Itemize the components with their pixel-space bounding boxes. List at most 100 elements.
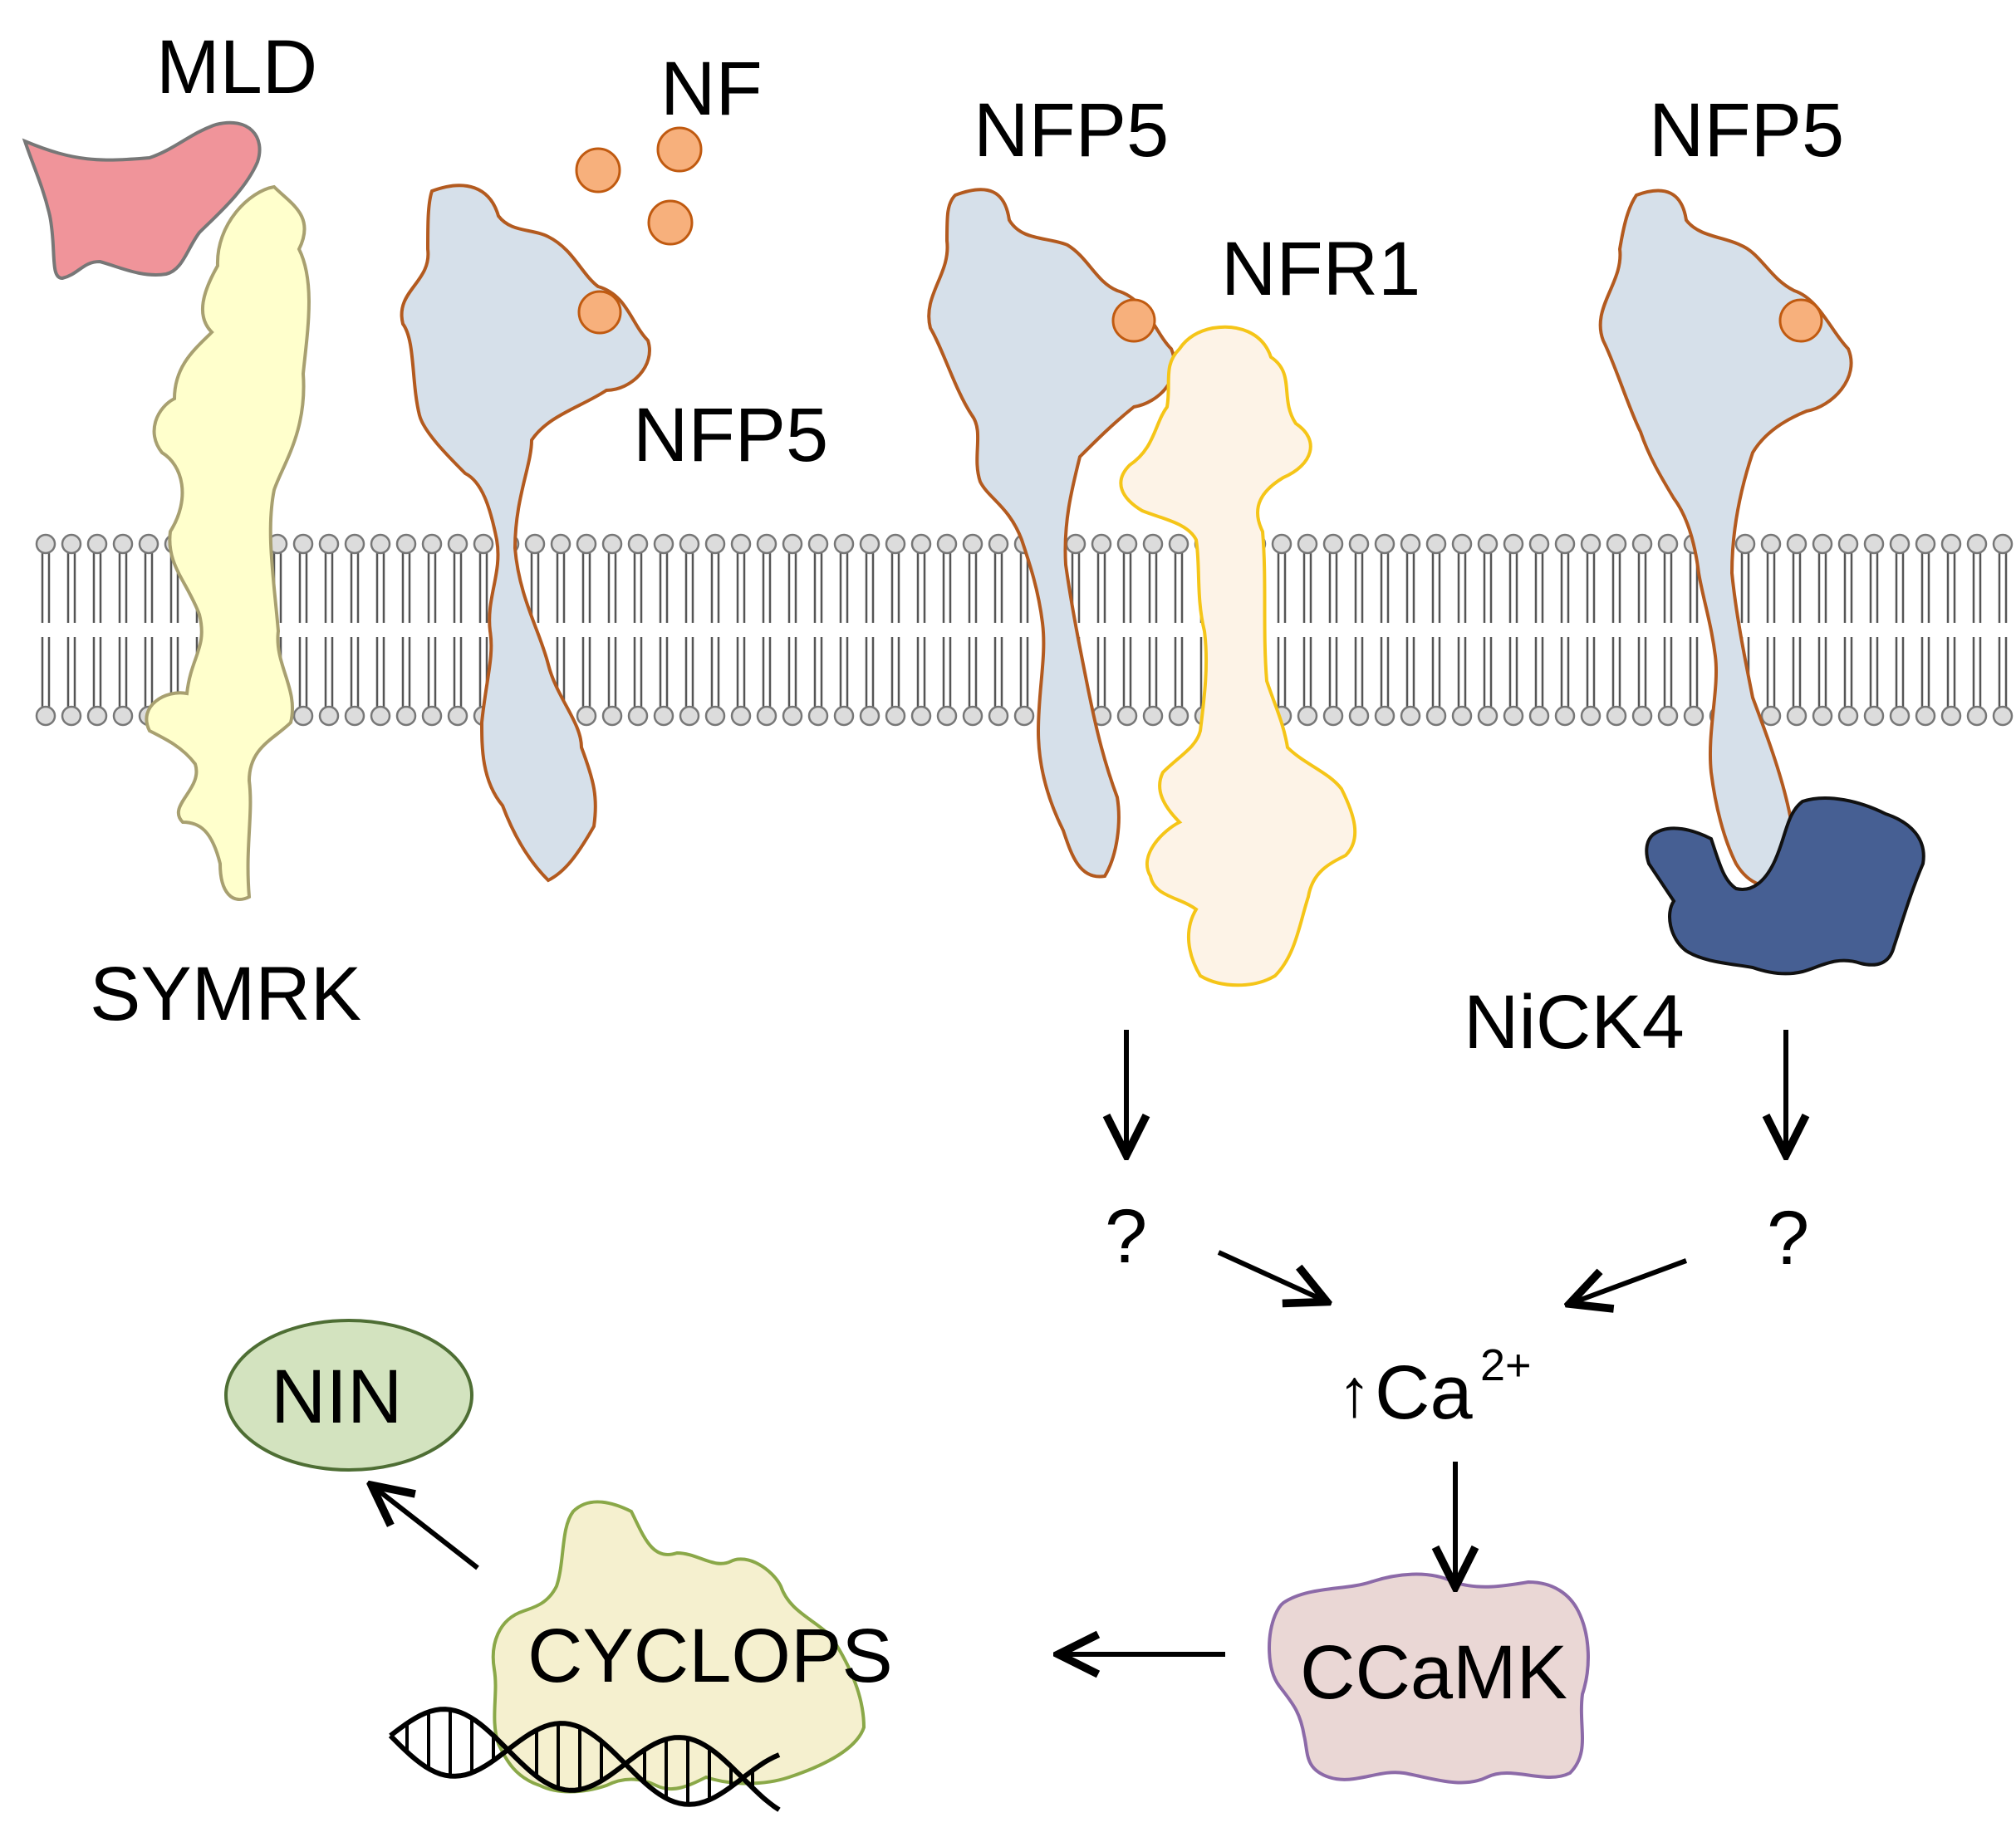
lipid-head bbox=[1142, 705, 1164, 727]
lipid-head bbox=[1271, 533, 1292, 555]
lipid-head bbox=[61, 705, 82, 727]
lipid-head bbox=[1966, 533, 1988, 555]
lipid-head bbox=[318, 705, 340, 727]
lipid-head bbox=[885, 533, 906, 555]
lipid-head bbox=[1863, 533, 1885, 555]
lipid-head bbox=[1657, 533, 1679, 555]
lipid-head bbox=[395, 533, 417, 555]
lipid-head bbox=[679, 705, 700, 727]
lipid-head bbox=[704, 533, 726, 555]
lipid-head bbox=[447, 705, 468, 727]
lipid-head bbox=[1477, 533, 1499, 555]
nfr1-shape bbox=[1119, 325, 1357, 987]
lipid-head bbox=[1992, 533, 2014, 555]
lipid-head bbox=[112, 533, 134, 555]
lipid-head bbox=[1168, 705, 1189, 727]
lipid-head bbox=[1606, 533, 1627, 555]
lipid-head bbox=[1837, 533, 1859, 555]
lipid-head bbox=[86, 533, 108, 555]
nfr1-label: NFR1 bbox=[1221, 227, 1420, 311]
lipid-head bbox=[1348, 533, 1370, 555]
nin-label: NIN bbox=[271, 1354, 402, 1439]
lipid-head bbox=[1528, 533, 1550, 555]
symrk-shape bbox=[145, 184, 311, 902]
lipid-head bbox=[1786, 533, 1808, 555]
symrk-label: SYMRK bbox=[90, 952, 361, 1036]
dna-strand bbox=[389, 1707, 781, 1812]
lipid-head bbox=[1683, 705, 1705, 727]
lipid-head bbox=[1400, 533, 1421, 555]
lipid-head bbox=[653, 705, 674, 727]
lipid-head bbox=[962, 533, 983, 555]
lipid-head bbox=[730, 533, 752, 555]
lipid-head bbox=[859, 705, 880, 727]
nfp5-label-right: NFP5 bbox=[1649, 88, 1844, 173]
lipid-head bbox=[292, 705, 314, 727]
lipid-head bbox=[756, 705, 777, 727]
nf-ligand-bound bbox=[1111, 298, 1156, 343]
lipid-head bbox=[1065, 533, 1086, 555]
cyclops-shape bbox=[491, 1500, 866, 1794]
nf-ligand bbox=[575, 147, 621, 193]
lipid-head bbox=[1812, 533, 1833, 555]
lipid-head bbox=[1606, 705, 1627, 727]
unknown-mediator-right: ? bbox=[1767, 1196, 1809, 1281]
lipid-head bbox=[1580, 533, 1602, 555]
lipid-head bbox=[988, 705, 1009, 727]
lipid-head bbox=[1812, 705, 1833, 727]
lipid-head bbox=[910, 705, 932, 727]
lipid-head bbox=[370, 533, 391, 555]
lipid-head bbox=[576, 533, 597, 555]
lipid-head bbox=[936, 705, 958, 727]
lipid-head bbox=[1734, 533, 1756, 555]
lipid-head bbox=[421, 705, 443, 727]
lipid-head bbox=[1760, 705, 1782, 727]
lipid-head bbox=[61, 533, 82, 555]
lipid-head bbox=[859, 533, 880, 555]
lipid-head bbox=[1116, 533, 1138, 555]
lipid-head bbox=[1786, 705, 1808, 727]
lipid-head bbox=[910, 533, 932, 555]
lipid-head bbox=[807, 533, 829, 555]
lipid-head bbox=[1168, 533, 1189, 555]
lipid-head bbox=[1528, 705, 1550, 727]
lipid-head bbox=[1451, 533, 1473, 555]
lipid-head bbox=[86, 705, 108, 727]
lipid-head bbox=[344, 705, 365, 727]
nin-ellipse bbox=[224, 1319, 473, 1472]
unknown-mediator-left: ? bbox=[1105, 1194, 1147, 1279]
lipid-head bbox=[782, 705, 803, 727]
lipid-head bbox=[936, 533, 958, 555]
lipid-head bbox=[1503, 533, 1524, 555]
lipid-head bbox=[576, 705, 597, 727]
lipid-head bbox=[1889, 533, 1911, 555]
lipid-head bbox=[1657, 705, 1679, 727]
lipid-head bbox=[344, 533, 365, 555]
lipid-head bbox=[756, 533, 777, 555]
lipid-head bbox=[1863, 705, 1885, 727]
lipid-head bbox=[962, 705, 983, 727]
lipid-head bbox=[35, 705, 56, 727]
lipid-head bbox=[524, 533, 546, 555]
nf-ligand-bound bbox=[1778, 298, 1823, 343]
lipid-head bbox=[395, 705, 417, 727]
lipid-head bbox=[1837, 705, 1859, 727]
lipid-head bbox=[627, 705, 649, 727]
calcium-increase-arrow: ↑ bbox=[1337, 1355, 1371, 1431]
lipid-head bbox=[1116, 705, 1138, 727]
lipid-head bbox=[704, 705, 726, 727]
lipid-head bbox=[1940, 533, 1962, 555]
lipid-head bbox=[1554, 533, 1576, 555]
mld-shape bbox=[22, 120, 262, 281]
lipid-head bbox=[1091, 533, 1112, 555]
lipid-head bbox=[833, 533, 855, 555]
lipid-head bbox=[1992, 705, 2014, 727]
lipid-head bbox=[627, 533, 649, 555]
lipid-head bbox=[1631, 705, 1653, 727]
lipid-head bbox=[1322, 533, 1344, 555]
dna-strand bbox=[388, 1721, 781, 1807]
lipid-head bbox=[1889, 705, 1911, 727]
lipid-head bbox=[1297, 705, 1318, 727]
lipid-head bbox=[370, 705, 391, 727]
